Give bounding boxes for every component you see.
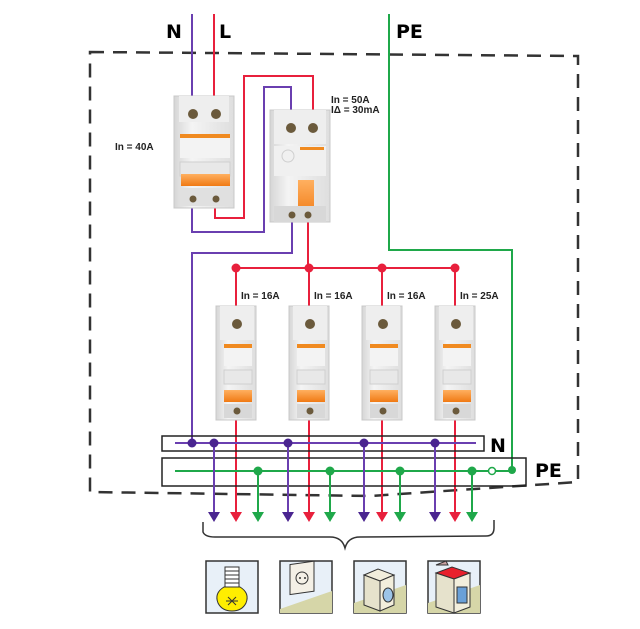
pe-junction xyxy=(467,466,477,476)
line-arrow xyxy=(230,512,242,522)
loads-brace xyxy=(202,520,495,551)
line-junction xyxy=(231,263,241,273)
branch-breaker: In = 25A xyxy=(434,291,499,421)
branch-breaker-rating: In = 16A xyxy=(241,291,280,302)
pe-arrow xyxy=(394,512,406,522)
line-arrow xyxy=(449,512,461,522)
supply-label-n: N xyxy=(166,21,182,43)
wires xyxy=(191,14,513,470)
light-bulb-icon xyxy=(205,560,259,614)
main-breaker-rating: In = 40A xyxy=(115,142,154,153)
neutral-arrow xyxy=(358,512,370,522)
wire-line-main-to-rcd xyxy=(214,75,314,219)
branch-breaker-rating: In = 16A xyxy=(387,291,426,302)
rcd-rating: In = 50A xyxy=(331,95,370,106)
supply-label-l: L xyxy=(219,21,231,43)
line-junction xyxy=(450,263,460,273)
neutral-bus-label: N xyxy=(490,435,506,457)
branch-breaker: In = 16A xyxy=(361,291,426,421)
line-junction xyxy=(377,263,387,273)
earth-bus-bar xyxy=(161,457,527,487)
branch-breaker: In = 16A xyxy=(215,291,280,421)
pe-arrow xyxy=(252,512,264,522)
neutral-bus-bar xyxy=(161,435,485,452)
pe-junction xyxy=(325,466,335,476)
branch-breaker: In = 16A xyxy=(288,291,353,421)
loads xyxy=(205,560,481,614)
neutral-junction xyxy=(430,438,440,448)
neutral-junction xyxy=(283,438,293,448)
supply-label-pe: PE xyxy=(396,21,423,43)
enclosure-outline xyxy=(88,50,580,498)
neutral-arrow xyxy=(208,512,220,522)
branch-breakers: In = 16A In = 16A In = 16A In = 25A xyxy=(215,291,499,421)
main-breaker xyxy=(173,95,235,209)
earth-bus-label: PE xyxy=(535,460,562,482)
line-arrow xyxy=(376,512,388,522)
wire-pe-incoming xyxy=(388,14,513,470)
branch-breaker-rating: In = 25A xyxy=(460,291,499,302)
washing-machine-icon xyxy=(353,560,407,614)
pe-junction xyxy=(253,466,263,476)
socket-icon xyxy=(279,560,333,614)
rcd xyxy=(269,109,331,223)
branch-breaker-rating: In = 16A xyxy=(314,291,353,302)
stove-icon xyxy=(427,560,481,614)
wire-neutral-rcd-to-bus xyxy=(191,222,293,442)
pe-junction xyxy=(395,466,405,476)
wire-neutral-main-to-rcd xyxy=(191,86,292,233)
line-junction xyxy=(304,263,314,273)
line-arrow xyxy=(303,512,315,522)
pe-arrow xyxy=(466,512,478,522)
pe-arrow xyxy=(324,512,336,522)
neutral-arrow xyxy=(282,512,294,522)
neutral-junction xyxy=(359,438,369,448)
bus-taps xyxy=(208,438,478,522)
neutral-junction xyxy=(209,438,219,448)
neutral-arrow xyxy=(429,512,441,522)
neutral-bus-feed-junction xyxy=(187,438,197,448)
rcd-sensitivity: IΔ = 30mA xyxy=(331,105,380,116)
